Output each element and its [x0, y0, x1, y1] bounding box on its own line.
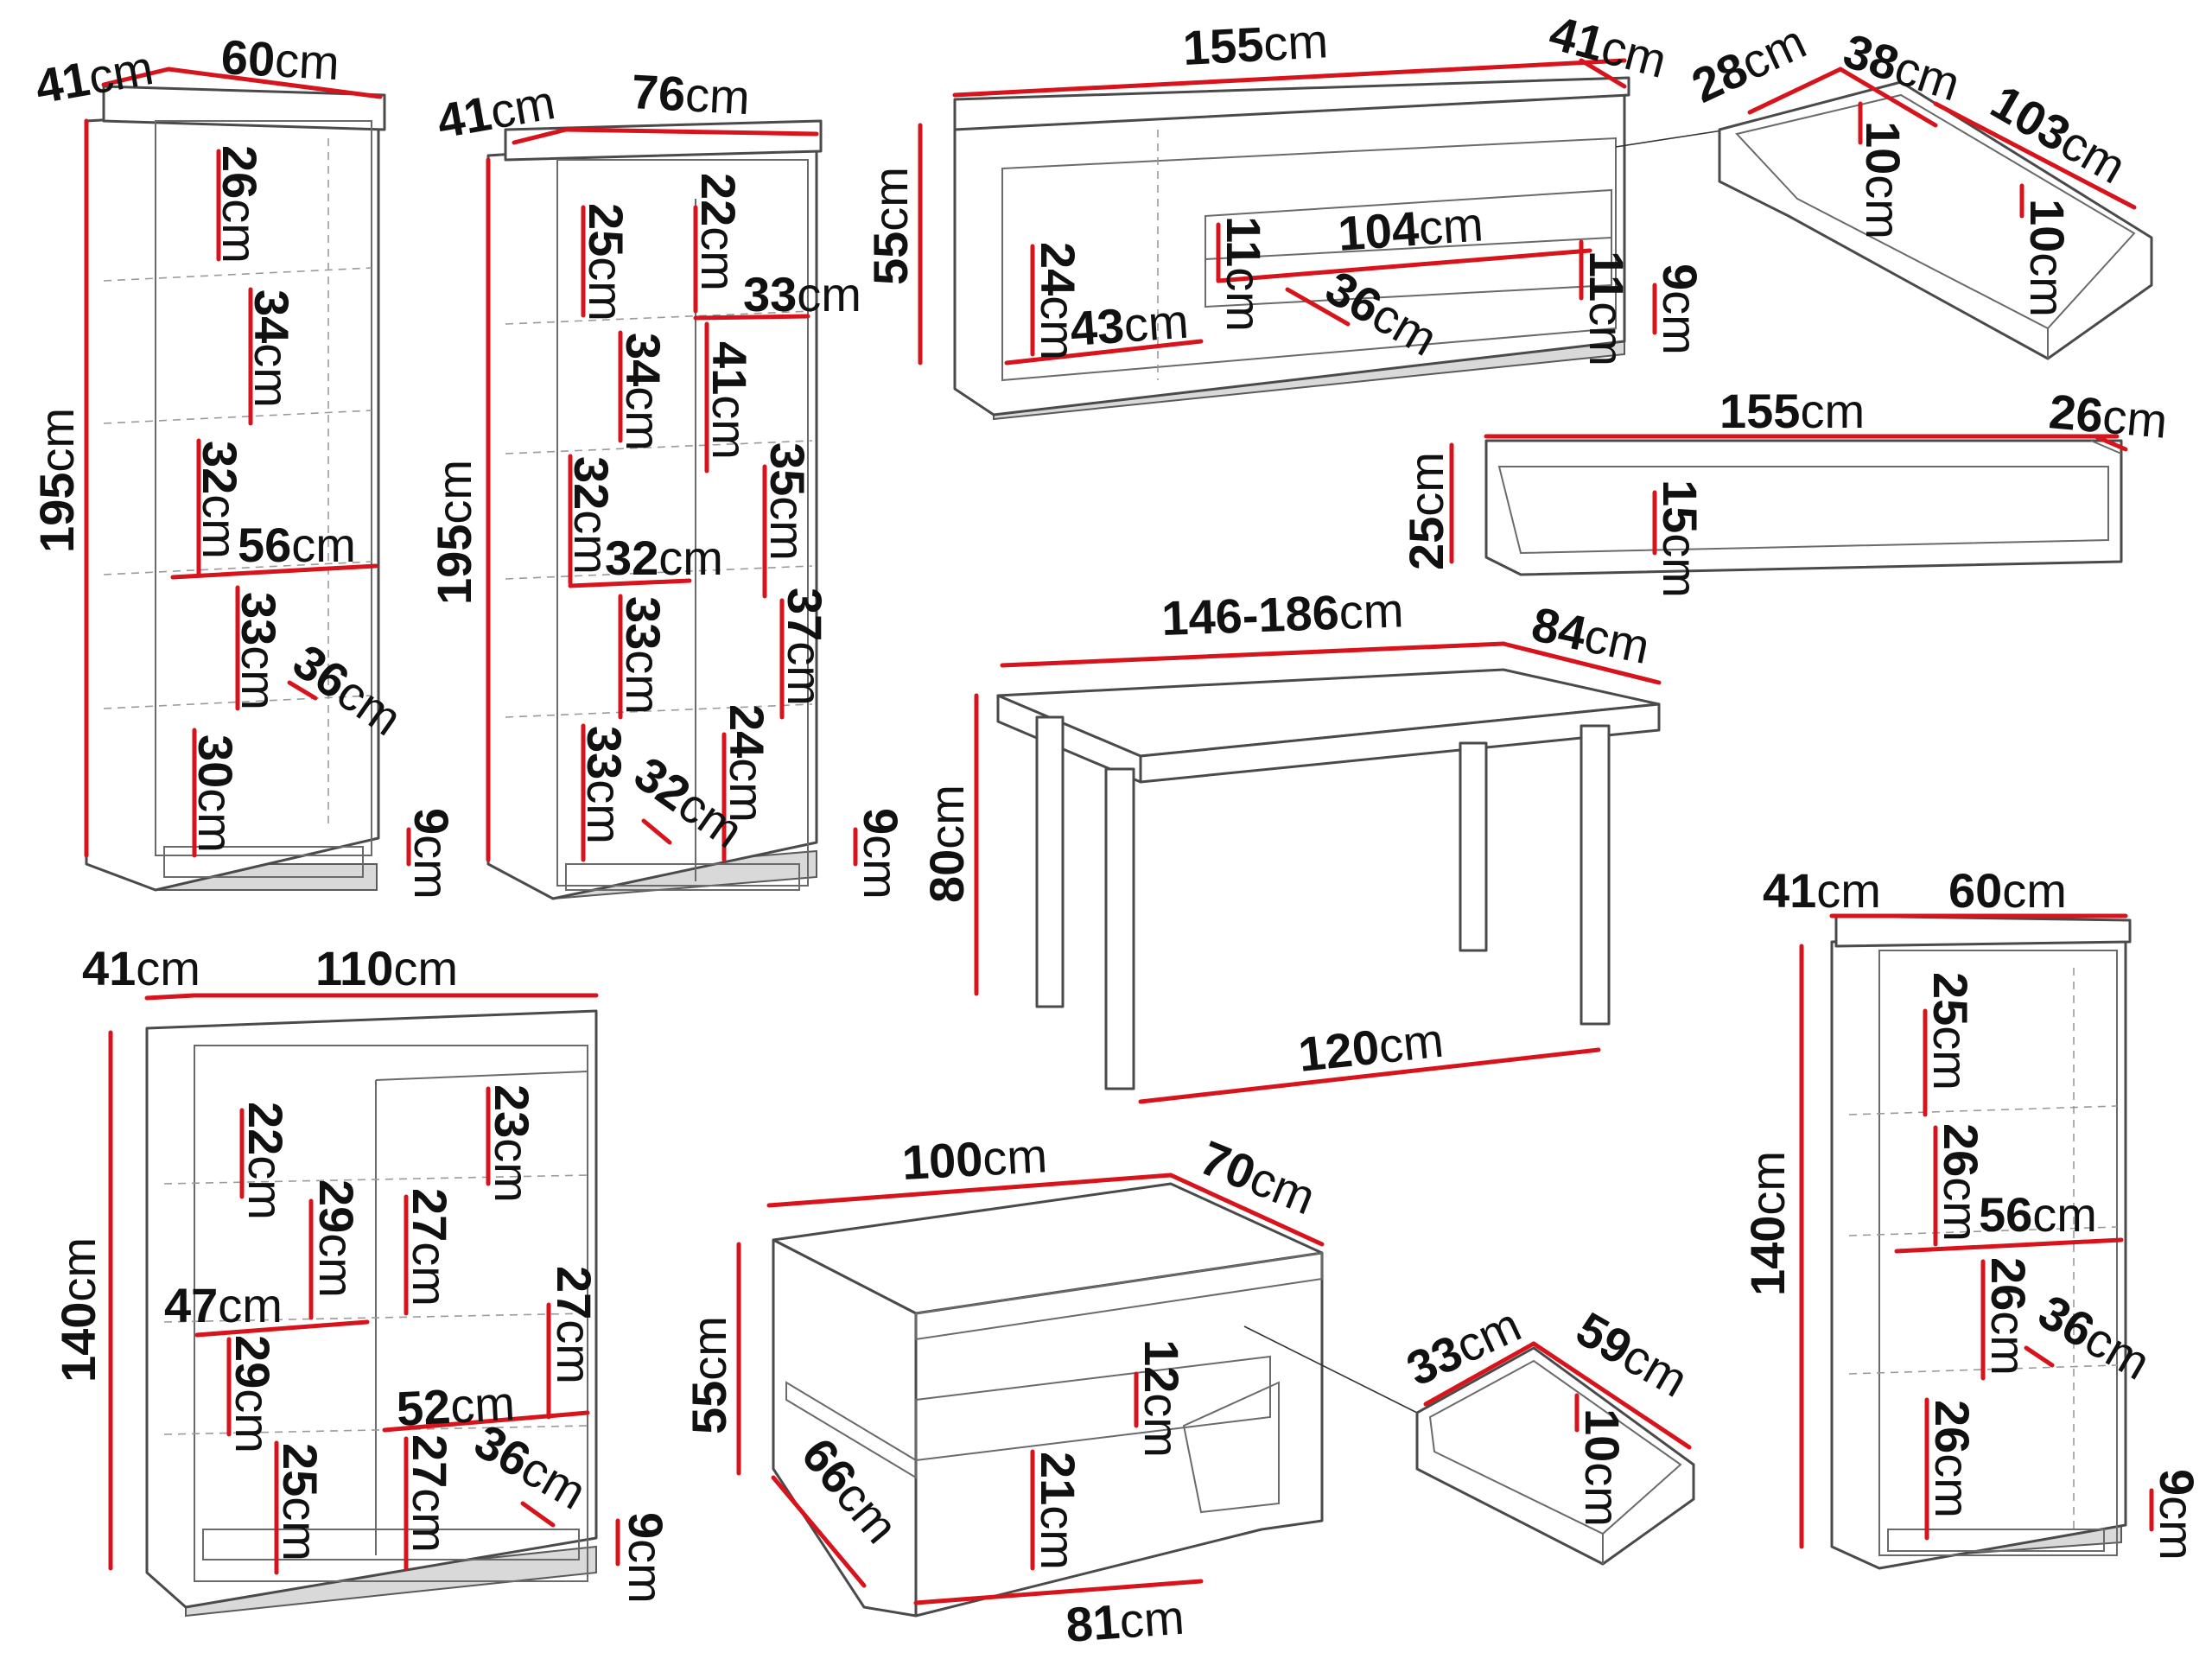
tv-stand-drawer: 28cm 38cm 103cm 10cm 10cm	[1683, 14, 2153, 360]
dim-label: 32cm	[193, 441, 247, 559]
dim-label: 32cm	[564, 456, 619, 575]
dim-label: 47cm	[164, 1278, 283, 1332]
dim-label: 24cm	[1031, 242, 1085, 360]
low-display-cabinet: 41cm 60cm 140cm 25cm 26cm 56cm 26cm 36cm…	[1740, 863, 2204, 1570]
dining-table: 146-186cm 84cm 80cm 120cm	[919, 582, 1662, 1104]
dim-label: 25cm	[579, 203, 633, 321]
dim-label: 11cm	[1580, 251, 1634, 366]
dim-label: 41cm	[702, 341, 757, 460]
dim-label: 34cm	[245, 289, 299, 408]
dim-label: 30cm	[188, 734, 243, 853]
dim-label: 9cm	[854, 808, 908, 899]
tall-display-cabinet-1: 41cm 60cm 195cm 26cm 34cm 32cm 56cm 33cm…	[29, 29, 459, 899]
coffee-table-drawer: 33cm 59cm 10cm	[1398, 1297, 1697, 1566]
dim-label: 10cm	[1575, 1408, 1630, 1527]
sideboard: 41cm 110cm 140cm 22cm 23cm 29cm 27cm 47c…	[51, 941, 673, 1618]
dim-label: 12cm	[1135, 1339, 1189, 1458]
dim-label: 195cm	[29, 408, 84, 553]
dim-label: 41cm	[433, 74, 559, 149]
dim-label: 195cm	[427, 460, 481, 605]
dim-label: 155cm	[1719, 384, 1865, 438]
dim-label: 55cm	[863, 167, 918, 285]
dim-label: 32cm	[605, 531, 723, 585]
dim-label: 27cm	[547, 1266, 601, 1384]
dim-label: 10cm	[2020, 199, 2075, 317]
dim-label: 24cm	[720, 704, 774, 823]
dim-label: 21cm	[1031, 1452, 1085, 1570]
dim-label: 9cm	[2150, 1469, 2204, 1560]
dim-label: 34cm	[616, 333, 671, 451]
dim-label: 140cm	[51, 1237, 105, 1382]
dim-label: 9cm	[619, 1512, 673, 1604]
dim-label: 33cm	[577, 726, 632, 844]
dim-label: 56cm	[238, 518, 356, 572]
dim-label: 60cm	[1948, 863, 2067, 918]
dim-label: 9cm	[1653, 264, 1707, 355]
dim-label: 22cm	[691, 173, 746, 291]
dim-label: 84cm	[1528, 596, 1655, 674]
dim-label: 26cm	[1934, 1123, 1988, 1242]
dim-label: 110cm	[315, 941, 458, 995]
dim-label: 55cm	[682, 1316, 736, 1434]
dim-label: 120cm	[1296, 1013, 1446, 1082]
dim-label: 25cm	[1923, 972, 1978, 1090]
dim-label: 33cm	[232, 592, 286, 710]
dim-label: 28cm	[1683, 14, 1814, 113]
tall-display-cabinet-2: 41cm 76cm 195cm 25cm 22cm 33cm 34cm 41cm…	[427, 64, 908, 900]
dim-label: 26cm	[1925, 1400, 1980, 1518]
dim-label: 37cm	[778, 588, 832, 706]
dim-label: 25cm	[273, 1443, 327, 1561]
dim-label: 100cm	[900, 1128, 1048, 1190]
wall-shelf: 155cm 26cm 25cm 15cm	[1399, 384, 2170, 598]
dim-label: 52cm	[395, 1376, 516, 1436]
dim-label: 10cm	[1856, 121, 1910, 239]
dim-label: 26cm	[1981, 1257, 2036, 1376]
dim-label: 9cm	[404, 808, 459, 899]
dim-label: 76cm	[630, 64, 751, 124]
dim-label: 25cm	[1399, 452, 1453, 570]
dim-label: 22cm	[238, 1102, 293, 1220]
dim-label: 104cm	[1336, 196, 1484, 261]
dim-label: 27cm	[403, 1188, 457, 1306]
dim-label: 43cm	[1068, 294, 1190, 356]
dim-label: 146-186cm	[1160, 582, 1404, 645]
dim-label: 26cm	[2047, 384, 2170, 448]
dim-label: 23cm	[485, 1084, 539, 1203]
dim-label: 26cm	[213, 145, 267, 264]
dim-label: 155cm	[1181, 13, 1329, 75]
dim-label: 80cm	[919, 785, 974, 903]
dim-label: 29cm	[309, 1179, 364, 1298]
tv-stand: 155cm 41cm 55cm 24cm 43cm 11cm 104cm 36c…	[863, 5, 1729, 421]
dim-label: 15cm	[1653, 480, 1707, 598]
dim-label: 35cm	[760, 442, 815, 561]
dim-label: 60cm	[219, 29, 340, 90]
dim-label: 33cm	[743, 267, 861, 321]
dim-label: 81cm	[1064, 1590, 1185, 1652]
dim-label: 56cm	[1979, 1187, 2097, 1242]
dim-label: 29cm	[226, 1335, 280, 1453]
dim-label: 41cm	[31, 40, 157, 114]
dim-label: 33cm	[616, 596, 671, 715]
dim-label: 11cm	[1217, 216, 1271, 332]
coffee-table: 100cm 70cm 55cm 12cm 66cm 21cm 81cm	[682, 1128, 1427, 1652]
dim-label: 41cm	[1763, 863, 1881, 918]
dim-label: 27cm	[403, 1434, 457, 1553]
dim-label: 41cm	[82, 941, 200, 995]
dim-label: 140cm	[1740, 1151, 1795, 1296]
